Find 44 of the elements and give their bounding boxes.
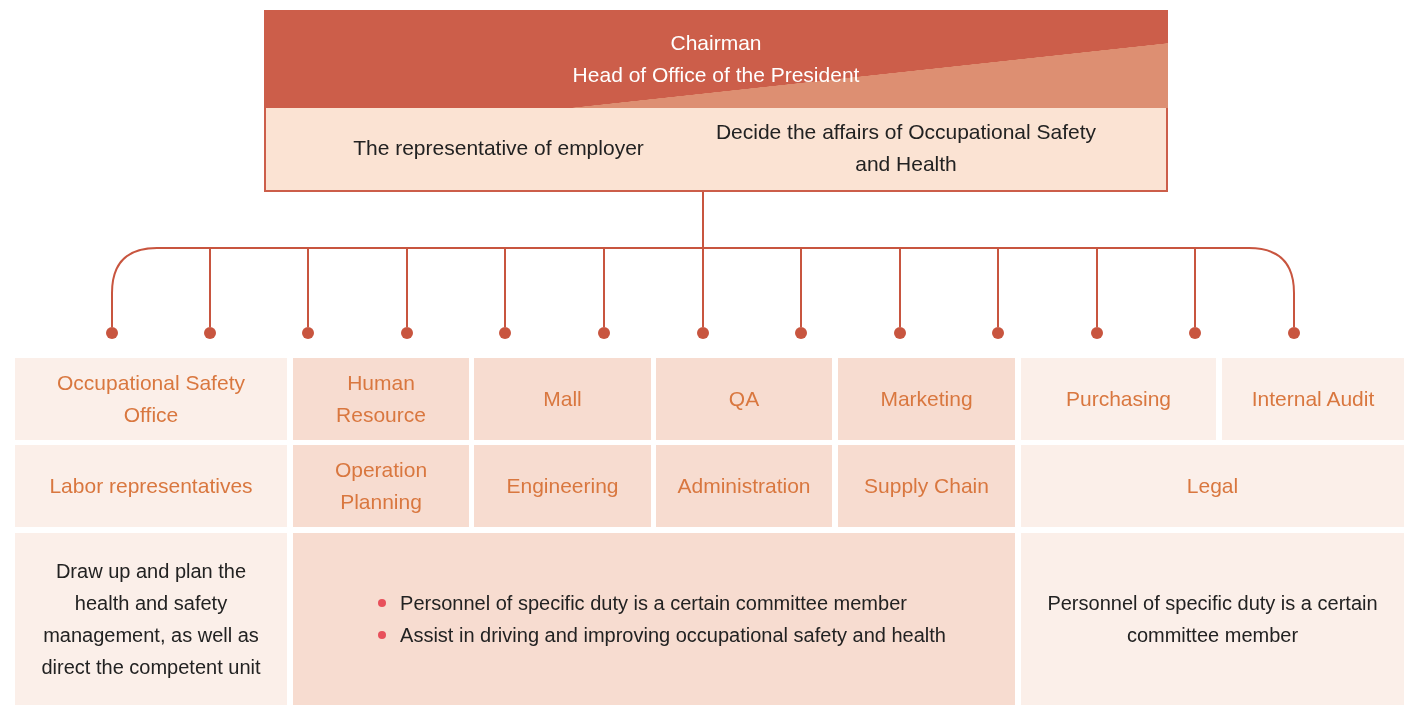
connector-dot — [401, 327, 413, 339]
department-name: Mall — [543, 386, 582, 412]
department-name: Operation Planning — [333, 457, 429, 515]
connector-dot — [598, 327, 610, 339]
title-text: Chairman — [670, 30, 762, 56]
department-cell — [474, 358, 651, 440]
department-name: Supply Chain — [864, 473, 989, 499]
connector-dot — [795, 327, 807, 339]
department-cell — [656, 445, 832, 527]
department-name: Administration — [677, 473, 811, 499]
duty-cell — [293, 533, 1015, 705]
department-cell — [838, 445, 1015, 527]
connector-dot — [697, 327, 709, 339]
chairman-card — [264, 10, 1168, 192]
connector-dot — [1288, 327, 1300, 339]
department-cell — [474, 445, 651, 527]
connector-dot — [992, 327, 1004, 339]
department-cell — [293, 358, 469, 440]
subtitle-text: Head of Office of the President — [572, 62, 860, 88]
connector-dot — [499, 327, 511, 339]
connector-dot — [1091, 327, 1103, 339]
duty-text: Decide the affairs of Occupational Safety and Health — [714, 119, 1098, 177]
connector-dot — [302, 327, 314, 339]
connector-dot — [106, 327, 118, 339]
department-name: Internal Audit — [1251, 386, 1375, 412]
bullet-text: Personnel of specific duty is a certain committee member — [400, 592, 907, 614]
connector-dot — [204, 327, 216, 339]
bullet-text: Assist in driving and improving occupational safety and health — [400, 624, 946, 646]
department-cell — [293, 445, 469, 527]
department-name: Labor representatives — [49, 473, 253, 499]
connector-dot — [1189, 327, 1201, 339]
department-cell — [656, 358, 832, 440]
duty-text: The representative of employer — [352, 135, 645, 161]
department-name: Purchasing — [1065, 386, 1172, 412]
duty-text: Draw up and plan the health and safety management, as well as direct the competent unit — [40, 559, 262, 680]
department-name: Human Resource — [335, 370, 427, 428]
department-name: Occupational Safety Office — [56, 370, 246, 428]
department-name: Marketing — [880, 386, 973, 412]
department-name: Legal — [1186, 473, 1239, 499]
department-name: QA — [728, 386, 760, 412]
duty-text: Personnel of specific duty is a certain committee member — [1046, 591, 1379, 648]
department-cell — [838, 358, 1015, 440]
department-name: Engineering — [506, 473, 619, 499]
connector-dot — [894, 327, 906, 339]
